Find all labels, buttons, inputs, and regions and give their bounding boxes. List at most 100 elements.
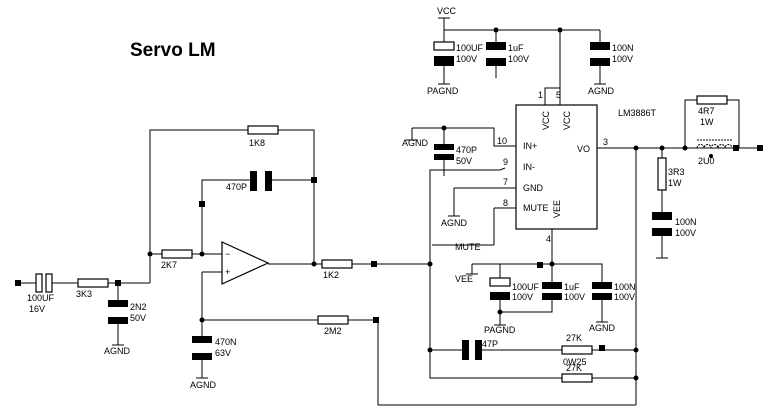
- pagnd-label-top: PAGND: [427, 86, 459, 96]
- connection-pad: [311, 177, 317, 183]
- capacitor-470p-in: [434, 144, 454, 150]
- junction-node: [549, 261, 555, 267]
- connection-pad: [199, 201, 205, 207]
- agnd-label-servo: AGND: [190, 380, 217, 390]
- ic-pin-number-10: 10: [497, 136, 507, 146]
- opamp-plus-sign: +: [225, 267, 230, 277]
- label-l-out: 2U0: [698, 156, 715, 166]
- label-r-27k-a-power: 0W25: [563, 357, 587, 367]
- label-c-top3-voltage: 100V: [612, 54, 633, 64]
- capacitor-100n-top: [590, 42, 610, 50]
- inductor-2u0: [696, 139, 733, 149]
- agnd-label-in-plus: AGND: [402, 138, 429, 148]
- mute-net-label: MUTE: [455, 242, 481, 252]
- label-c-inp-value: 470P: [456, 145, 477, 155]
- ic-pin-number-7: 7: [503, 177, 508, 187]
- agnd-label-bottom: AGND: [589, 323, 616, 333]
- connection-pad: [537, 262, 543, 268]
- ic-pin-label-gnd: GND: [523, 183, 544, 193]
- label-c-bot2-voltage: 100V: [564, 292, 585, 302]
- ic-pin-label-vcc-2: VCC: [562, 110, 572, 130]
- label-r-out: 1K2: [323, 270, 339, 280]
- capacitor-470n: [192, 336, 212, 343]
- schematic-title: Servo LM: [130, 40, 216, 61]
- label-r-zob-value: 3R3: [668, 167, 685, 177]
- label-c-bot3-value: 100N: [614, 282, 636, 292]
- junction-node: [427, 347, 433, 353]
- label-c-47p: 47P: [482, 339, 498, 349]
- capacitor-470p-fb: [250, 171, 257, 191]
- capacitor-2n2: [108, 300, 128, 307]
- ic-pin-number-1: 1: [538, 90, 543, 100]
- label-r-27k-a-value: 27K: [566, 333, 582, 343]
- label-c-in-gnd-voltage: 50V: [130, 313, 146, 323]
- connection-pad: [371, 261, 377, 267]
- junction-node: [493, 27, 499, 33]
- label-c-top2-voltage: 100V: [508, 54, 529, 64]
- label-r-in: 3K3: [76, 289, 92, 299]
- ic-part-number: LM3886T: [618, 108, 657, 118]
- capacitors: [35, 41, 672, 360]
- label-r-zob-l-power: 1W: [700, 117, 714, 127]
- capacitor-1uf-bottom: [542, 282, 562, 289]
- label-c-servo-voltage: 63V: [215, 348, 231, 358]
- label-c-top1-value: 100UF: [456, 43, 484, 53]
- label-c-in-voltage: 16V: [29, 304, 45, 314]
- label-c-inp-voltage: 50V: [456, 156, 472, 166]
- junction-node: [199, 317, 205, 323]
- ic-pin-label-in-minus: IN-: [523, 162, 535, 172]
- connection-pad: [599, 345, 605, 351]
- ic-pin-label-in-plus: IN+: [523, 141, 537, 151]
- ic-pin-label-vee: VEE: [552, 200, 562, 218]
- label-r-fb: 1K8: [249, 138, 265, 148]
- component-labels: 100UF 16V 3K3 2N2 50V 2K7 1K8 470P 1K2 4…: [27, 43, 715, 373]
- label-r-zob-power: 1W: [668, 178, 682, 188]
- ic-pin-number-3: 3: [603, 137, 608, 147]
- capacitor-100uf-top: [433, 41, 455, 51]
- ic-pin-label-mute: MUTE: [523, 203, 549, 213]
- label-c-bot1-voltage: 100V: [512, 292, 533, 302]
- capacitor-100n-zobel: [652, 212, 672, 220]
- ic-pin-number-9: 9: [503, 157, 508, 167]
- agnd-label-mute: AGND: [441, 218, 468, 228]
- capacitor-100n-bottom: [592, 282, 612, 289]
- connection-pad: [733, 145, 739, 151]
- connection-pad: [757, 145, 763, 151]
- label-c-in-value: 100UF: [27, 293, 55, 303]
- connection-pad: [115, 280, 121, 286]
- junction-node: [633, 145, 639, 151]
- inductor-phase-dot: [709, 154, 713, 158]
- junction-node: [682, 145, 688, 151]
- resistor-27k-b: [561, 373, 593, 383]
- label-c-servo-value: 470N: [215, 337, 237, 347]
- junction-node: [427, 261, 433, 267]
- resistor-2k7: [161, 249, 193, 259]
- resistor-3k3: [77, 278, 109, 288]
- resistor-1k2: [321, 259, 353, 269]
- net-labels: VCC VEE PAGND PAGND AGND AGND AGND AGND …: [104, 6, 616, 390]
- ic-pin-number-4: 4: [546, 234, 551, 244]
- capacitor-47p: [462, 340, 469, 360]
- resistor-2m2: [317, 315, 349, 325]
- capacitor-1uf-top: [486, 42, 506, 50]
- junction-node: [659, 145, 665, 151]
- label-c-top3-value: 100N: [612, 43, 634, 53]
- junction-node: [557, 27, 563, 33]
- vee-supply-symbol: [466, 264, 478, 275]
- opamp-minus-sign: −: [225, 249, 230, 259]
- junction-nodes: [15, 27, 763, 381]
- ic-pin-label-vo: VO: [577, 144, 590, 154]
- ground-symbols: [112, 17, 668, 379]
- resistor-1k8: [247, 125, 279, 135]
- agnd-label-top-right: AGND: [588, 86, 615, 96]
- capacitor-100uf-bottom: [489, 277, 511, 287]
- ground-symbol: [406, 128, 418, 141]
- ic-pin-number-8: 8: [503, 198, 508, 208]
- label-c-bot3-voltage: 100V: [614, 292, 635, 302]
- lm3886-ic: IN+ IN- GND MUTE VO VCC VCC VEE LM3886T …: [497, 90, 657, 244]
- label-c-top1-voltage: 100V: [456, 54, 477, 64]
- pagnd-label-bottom: PAGND: [484, 325, 516, 335]
- vcc-label: VCC: [437, 6, 457, 16]
- junction-node: [441, 125, 447, 131]
